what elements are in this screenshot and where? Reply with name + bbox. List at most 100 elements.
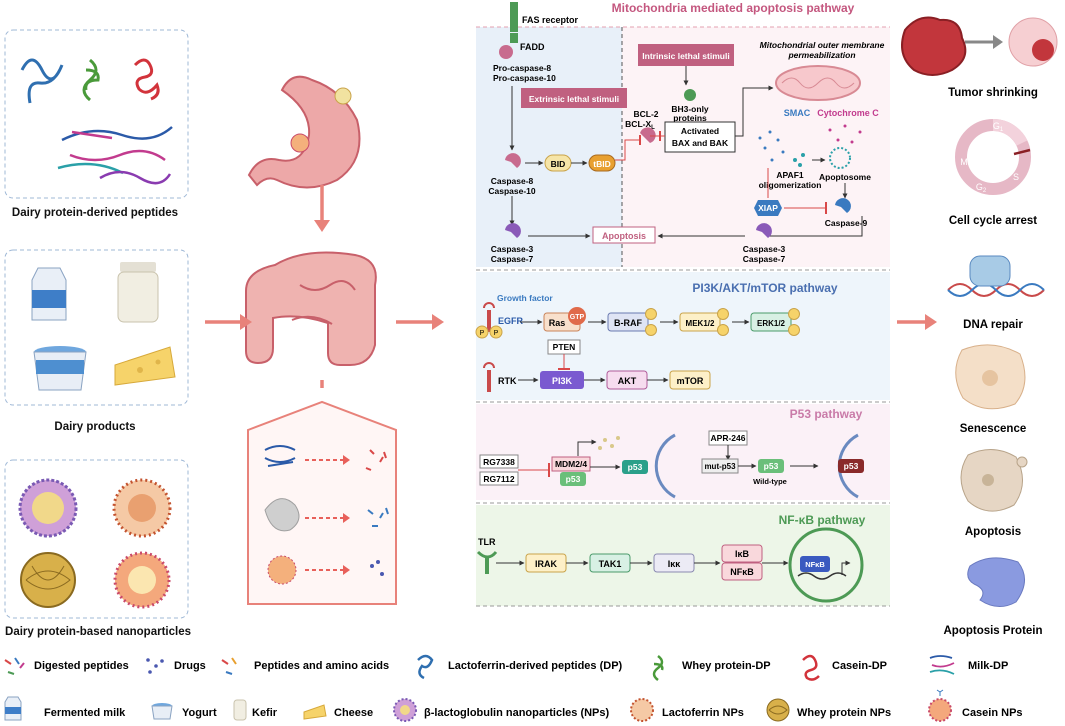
svg-text:G1: G1: [993, 121, 1004, 133]
bh3-protein-icon: [684, 89, 696, 101]
p53-title: P53 pathway: [790, 407, 863, 421]
gtp-icon: [568, 307, 586, 325]
caspase-3-left-label: Caspase-3: [491, 244, 534, 254]
cc-g1-sub: 1: [1000, 127, 1004, 133]
rg7338-box: [479, 454, 519, 469]
legend-label: Peptides and amino acids: [254, 660, 389, 672]
apoptosis-label: Apoptosis: [602, 231, 646, 241]
dna-icon: [797, 572, 847, 580]
bid-label: BID: [551, 159, 566, 169]
extrinsic-stimuli-label: Extrinsic lethal stimuli: [529, 94, 619, 104]
fas-receptor-label: FAS receptor: [522, 15, 579, 25]
xiap-icon: [754, 200, 782, 216]
legend-icon-casein-dp: [802, 654, 820, 681]
outcome-label: Senescence: [960, 423, 1027, 435]
rg7112-label: RG7112: [483, 474, 514, 484]
tbid-box: [588, 154, 616, 172]
cc-g1-label: G: [993, 121, 1000, 131]
legend-label: Fermented milk: [44, 707, 126, 719]
rtk-icon: [483, 362, 495, 392]
cc-g2-label: G: [976, 182, 983, 192]
tak1-label: TAK1: [599, 559, 622, 569]
p53-nucleus-box: [838, 459, 864, 473]
mek-p: [717, 308, 729, 336]
ikb-box: [721, 544, 763, 563]
tumor-icon: [901, 16, 967, 76]
erk-box: [750, 312, 792, 332]
digestion-row-2: [264, 498, 389, 532]
cytochrome-dots-icon: [828, 124, 862, 144]
legend-label: Lactoferrin-derived peptides (DP): [448, 660, 623, 672]
legend-icon-casein-np: [928, 689, 952, 722]
legend-label: β-lactoglobulin nanoparticles (NPs): [424, 707, 610, 719]
cheese-icon: [114, 346, 176, 386]
intrinsic-stimuli-box: [638, 44, 734, 66]
products-label: Dairy products: [54, 421, 135, 433]
outcome-label: Apoptosis: [965, 526, 1021, 538]
mom-label-2: permeabilization: [787, 50, 855, 60]
caspase-9-icon: [835, 198, 851, 213]
nps-label: Dairy protein-based nanoparticles: [5, 626, 191, 638]
p53-free-label: p53: [628, 462, 643, 472]
legend-label: Cheese: [334, 707, 373, 719]
bcl2-icon: [640, 127, 656, 143]
cc-m-label: M: [960, 157, 968, 167]
gtp-label: GTP: [570, 314, 585, 321]
smac-label: SMAC: [784, 108, 811, 118]
rg7112-box: [479, 471, 519, 486]
legend-icon-kefir: [233, 699, 247, 721]
irak-label: IRAK: [535, 559, 557, 569]
mdm-label: MDM2/4: [555, 459, 587, 469]
apr-label: APR-246: [711, 433, 746, 443]
bcl2-label-1: BCL-2: [633, 109, 658, 119]
milk-carton-icon: [31, 267, 67, 321]
mdm-box: [551, 456, 591, 472]
outcome-label: Tumor shrinking: [948, 87, 1038, 99]
nfkb-box: [721, 562, 763, 581]
mek-box: [679, 312, 721, 332]
nanoparticle-in-stomach-icon: [290, 133, 310, 153]
milk-dp-icon: [57, 126, 173, 185]
braf-p: [645, 308, 657, 336]
egfr-p-right: P: [489, 325, 503, 339]
legend-icon-fermented-milk: [4, 696, 22, 721]
apaf1-label-2: oligomerization: [759, 180, 822, 190]
bax-label-2: BAX and BAK: [672, 138, 729, 148]
legend-icon-drugs: [146, 658, 164, 674]
cc-g2-sub: 2: [983, 188, 987, 194]
caspase-7-right-label: Caspase-7: [743, 254, 786, 264]
pi3k-title: PI3K/AKT/mTOR pathway: [692, 281, 837, 295]
intestine-icon: [245, 251, 377, 366]
legend-icon-lactoferrin-dp: [417, 654, 434, 680]
egfr-label: EGFR: [498, 316, 524, 326]
fadd-icon: [499, 45, 513, 59]
legend-icon-yogurt: [151, 703, 173, 720]
lactoferrin-dp-icon: [20, 58, 64, 104]
p53-wild-box: [758, 459, 784, 473]
legend-icon-whey-dp: [652, 655, 664, 681]
legend-label: Milk-DP: [968, 660, 1008, 672]
nucleus-circle: [788, 527, 864, 603]
pi3k-label: PI3K: [552, 376, 573, 386]
digestion-row-3: [267, 555, 384, 585]
apaf1-label-1: APAF1: [776, 170, 804, 180]
cytochrome-c-label: Cytochrome C: [817, 108, 879, 118]
p53-bound-label: p53: [566, 474, 581, 484]
legend-label: Casein NPs: [962, 707, 1023, 719]
legend-label: Casein-DP: [832, 660, 887, 672]
yogurt-cup-icon: [33, 346, 87, 391]
pi3k-box: [540, 371, 584, 389]
pi3k-panel: PI3K/AKT/mTOR pathway Growth factor EGFR…: [475, 269, 890, 400]
legend-icon-cheese: [303, 704, 327, 720]
pten-label: PTEN: [553, 342, 576, 352]
mito-panel: Mitochondria mediated apoptosis pathway …: [476, 1, 890, 267]
smac-dots-icon: [758, 130, 785, 162]
tlr-icon: [476, 550, 498, 574]
bh3-label-2: proteins: [673, 113, 707, 123]
caspase-10-label: Caspase-10: [488, 186, 536, 196]
cell-cycle-icon: [955, 119, 1031, 195]
rtk-label: RTK: [498, 376, 517, 386]
p-label: P: [480, 330, 485, 337]
caspase-3-right-label: Caspase-3: [743, 244, 786, 254]
